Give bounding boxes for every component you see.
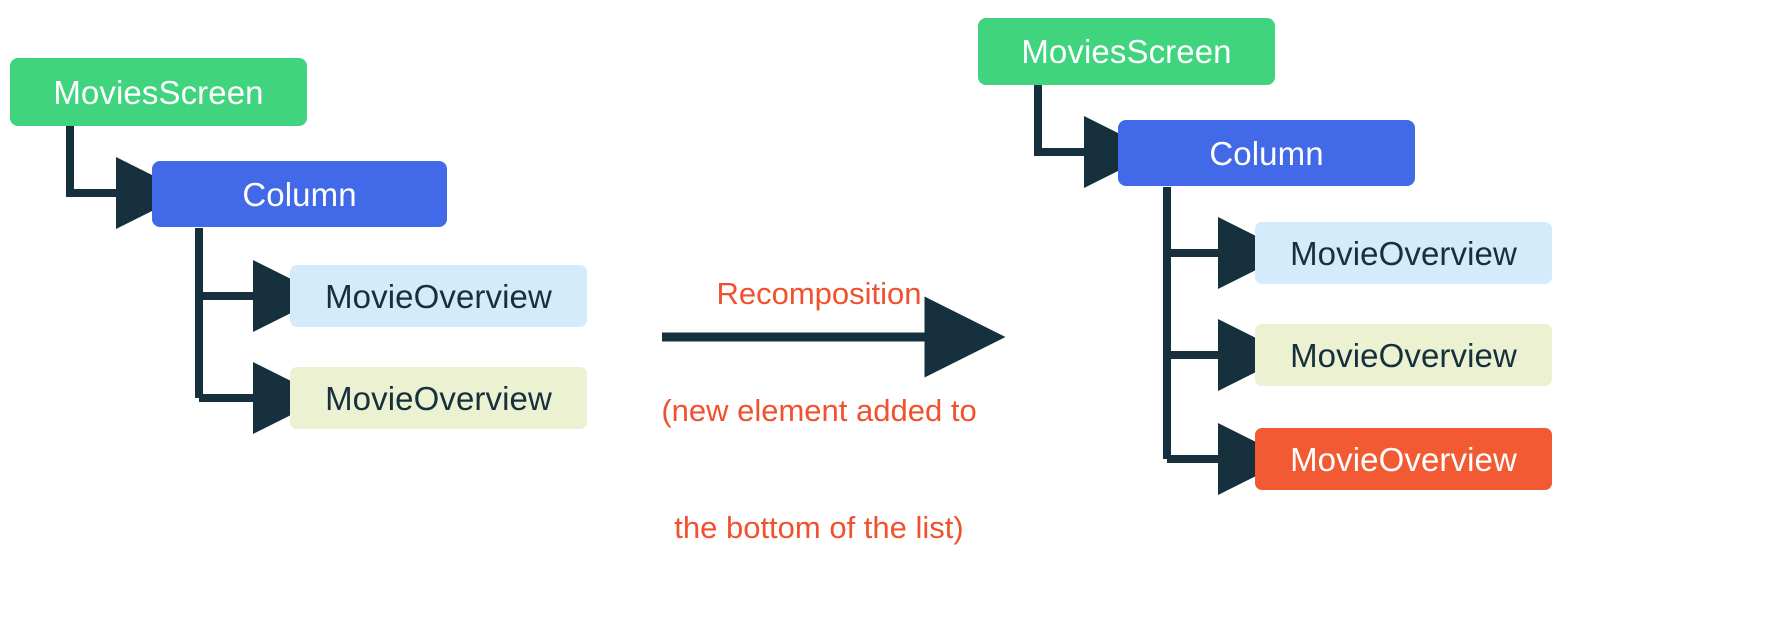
after-node-movie-overview-2[interactable]: MovieOverview — [1255, 324, 1552, 386]
before-node-movies-screen[interactable]: MoviesScreen — [10, 58, 307, 126]
after-node-movie-overview-3-new[interactable]: MovieOverview — [1255, 428, 1552, 490]
recomposition-caption-line-2: (new element added to — [661, 393, 977, 428]
recomposition-caption-line-3: the bottom of the list) — [674, 510, 964, 545]
connector-left-column-to-children — [195, 228, 325, 434]
connector-right-screen-to-column — [1034, 85, 1156, 188]
connector-right-column-to-children — [1163, 187, 1290, 495]
after-node-column[interactable]: Column — [1118, 120, 1415, 186]
diagram-canvas: MoviesScreen Column MovieOverview MovieO… — [10, 18, 1552, 545]
recomposition-caption-line-1: Recomposition — [716, 276, 922, 311]
after-node-movies-screen[interactable]: MoviesScreen — [978, 18, 1275, 85]
after-node-movie-overview-1[interactable]: MovieOverview — [1255, 222, 1552, 284]
before-node-movie-overview-1[interactable]: MovieOverview — [290, 265, 587, 327]
recomposition-caption: Recomposition (new element added to the … — [655, 196, 983, 625]
connector-left-screen-to-column — [66, 126, 188, 229]
before-node-movie-overview-2[interactable]: MovieOverview — [290, 367, 587, 429]
before-node-column[interactable]: Column — [152, 161, 447, 227]
